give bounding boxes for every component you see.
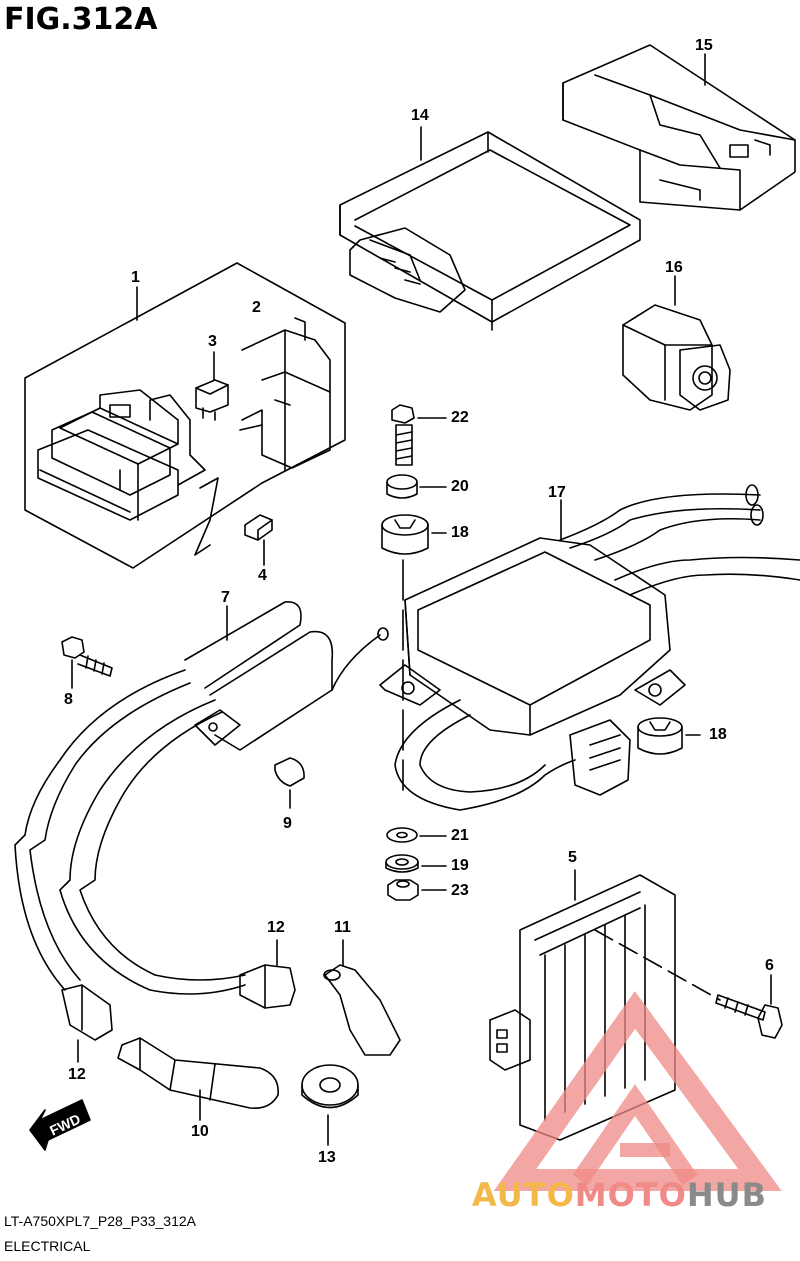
callout-20: 20 <box>451 478 469 495</box>
collar-20 <box>386 474 447 499</box>
callout-18-upper: 18 <box>451 524 469 541</box>
regulator-rectifier-5 <box>489 869 721 1141</box>
callout-11: 11 <box>334 919 351 936</box>
plug-cap-12-lower <box>61 984 113 1063</box>
figure-section: ELECTRICAL <box>4 1238 91 1254</box>
callout-9: 9 <box>283 815 292 832</box>
callout-15: 15 <box>695 37 713 54</box>
callout-17: 17 <box>548 484 566 501</box>
callout-13: 13 <box>318 1149 336 1166</box>
seal-13 <box>301 1064 359 1146</box>
bolt-22 <box>391 404 447 466</box>
bolt-6 <box>715 974 783 1039</box>
fuse <box>195 351 229 421</box>
callout-8: 8 <box>64 691 73 708</box>
relay-group-outline <box>24 262 346 569</box>
starter-relay <box>37 389 206 521</box>
watermark-moto: MOTO <box>574 1176 687 1214</box>
washer-19 <box>385 854 447 873</box>
connector-16 <box>622 275 731 411</box>
callout-2: 2 <box>252 299 261 316</box>
grommet-18-right <box>637 717 701 755</box>
grommet-18-upper <box>381 514 447 791</box>
callout-19: 19 <box>451 857 469 874</box>
callout-10: 10 <box>191 1123 209 1140</box>
callout-23: 23 <box>451 882 469 899</box>
callout-16: 16 <box>665 259 683 276</box>
ecm-unit <box>339 126 641 331</box>
callout-14: 14 <box>411 107 429 124</box>
callout-7: 7 <box>221 589 230 606</box>
callout-12-lower: 12 <box>68 1066 86 1083</box>
spark-plug-boot-11 <box>323 939 401 1056</box>
relay-cover <box>239 317 331 471</box>
callout-12-upper: 12 <box>267 919 285 936</box>
callout-3: 3 <box>208 333 217 350</box>
fwd-arrow <box>29 1099 91 1151</box>
callout-4: 4 <box>258 567 267 584</box>
bolt-4 <box>194 477 273 566</box>
spark-plug-tube-10 <box>117 1037 279 1121</box>
ignition-leads <box>14 669 246 995</box>
figure-code: LT-A750XPL7_P28_P33_312A <box>4 1213 197 1229</box>
rectifier-assembly-17 <box>379 484 800 811</box>
nut-23 <box>387 879 447 901</box>
callout-18-right: 18 <box>709 726 727 743</box>
callout-1: 1 <box>131 269 140 286</box>
bolt-8 <box>61 636 113 689</box>
ecm-bracket <box>562 44 796 211</box>
callout-22: 22 <box>451 409 469 426</box>
ignition-coil-7 <box>184 601 389 809</box>
figure-title: FIG.312A <box>4 2 158 37</box>
watermark-text: AUTOMOTOHUB <box>472 1176 767 1214</box>
watermark-auto: AUTO <box>472 1176 575 1214</box>
watermark-logo <box>493 991 782 1191</box>
callout-21: 21 <box>451 827 469 844</box>
callout-5: 5 <box>568 849 577 866</box>
washer-21 <box>386 827 447 843</box>
plug-cap-12-upper <box>239 939 296 1009</box>
callout-6: 6 <box>765 957 774 974</box>
watermark-hub: HUB <box>686 1176 768 1214</box>
